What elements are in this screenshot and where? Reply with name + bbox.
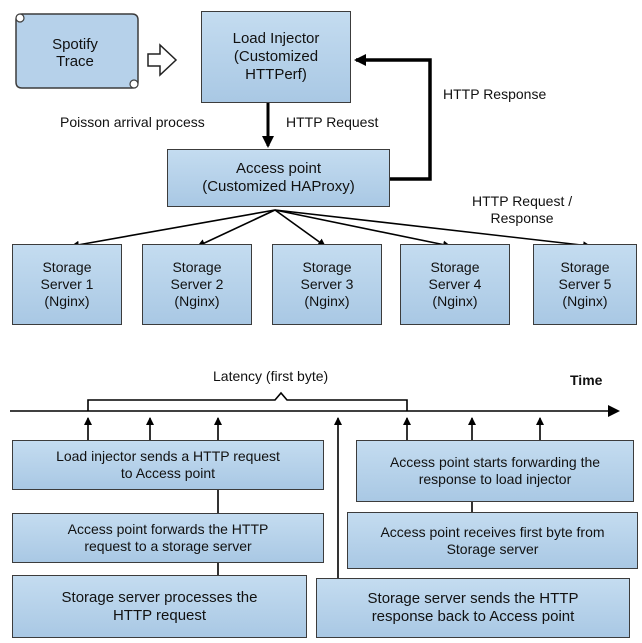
storage-server-5: Storage Server 5 (Nginx)	[533, 244, 637, 325]
event-ap-forwards: Access point forwards the HTTP request t…	[12, 513, 324, 563]
event-label: Access point receives first byte from St…	[380, 523, 605, 557]
event-server-processes: Storage server processes the HTTP reques…	[12, 575, 307, 638]
event-label: Storage server processes the HTTP reques…	[61, 588, 258, 624]
load-injector-label: Load Injector (Customized HTTPerf)	[232, 30, 320, 83]
trace-to-injector-arrow	[147, 43, 178, 77]
event-label: Access point forwards the HTTP request t…	[67, 521, 269, 554]
access-point-label: Access point (Customized HAProxy)	[202, 160, 355, 195]
event-label: Access point starts forwarding the respo…	[389, 454, 601, 487]
storage-server-4: Storage Server 4 (Nginx)	[400, 244, 510, 325]
http-request-label: HTTP Request	[286, 114, 379, 130]
storage-server-label: Storage Server 4 (Nginx)	[428, 259, 482, 309]
latency-label: Latency (first byte)	[213, 368, 329, 384]
load-injector-box: Load Injector (Customized HTTPerf)	[201, 11, 351, 103]
poisson-label: Poisson arrival process	[60, 114, 205, 130]
time-label: Time	[570, 372, 603, 388]
event-server-sends-response: Storage server sends the HTTP response b…	[316, 578, 630, 638]
storage-server-2: Storage Server 2 (Nginx)	[142, 244, 252, 325]
event-ap-starts-forwarding: Access point starts forwarding the respo…	[356, 440, 634, 502]
storage-server-1: Storage Server 1 (Nginx)	[12, 244, 122, 325]
event-label: Storage server sends the HTTP response b…	[367, 590, 579, 625]
trace-label: Spotify Trace	[52, 36, 98, 70]
trace-scroll-shape	[15, 13, 139, 89]
http-response-arrow	[354, 54, 432, 181]
event-ap-receives-first-byte: Access point receives first byte from St…	[347, 512, 638, 569]
storage-server-label: Storage Server 2 (Nginx)	[170, 259, 224, 309]
storage-server-label: Storage Server 5 (Nginx)	[558, 259, 612, 309]
fanout-arrows	[71, 209, 591, 250]
access-point-box: Access point (Customized HAProxy)	[167, 149, 390, 207]
http-response-label: HTTP Response	[443, 86, 547, 102]
event-label: Load injector sends a HTTP request to Ac…	[56, 448, 280, 481]
storage-server-label: Storage Server 3 (Nginx)	[300, 259, 354, 309]
latency-brace	[87, 391, 408, 411]
event-injector-sends: Load injector sends a HTTP request to Ac…	[12, 440, 324, 490]
storage-server-label: Storage Server 1 (Nginx)	[40, 259, 94, 309]
storage-server-3: Storage Server 3 (Nginx)	[272, 244, 382, 325]
http-req-resp-label: HTTP Request / Response	[472, 193, 573, 226]
